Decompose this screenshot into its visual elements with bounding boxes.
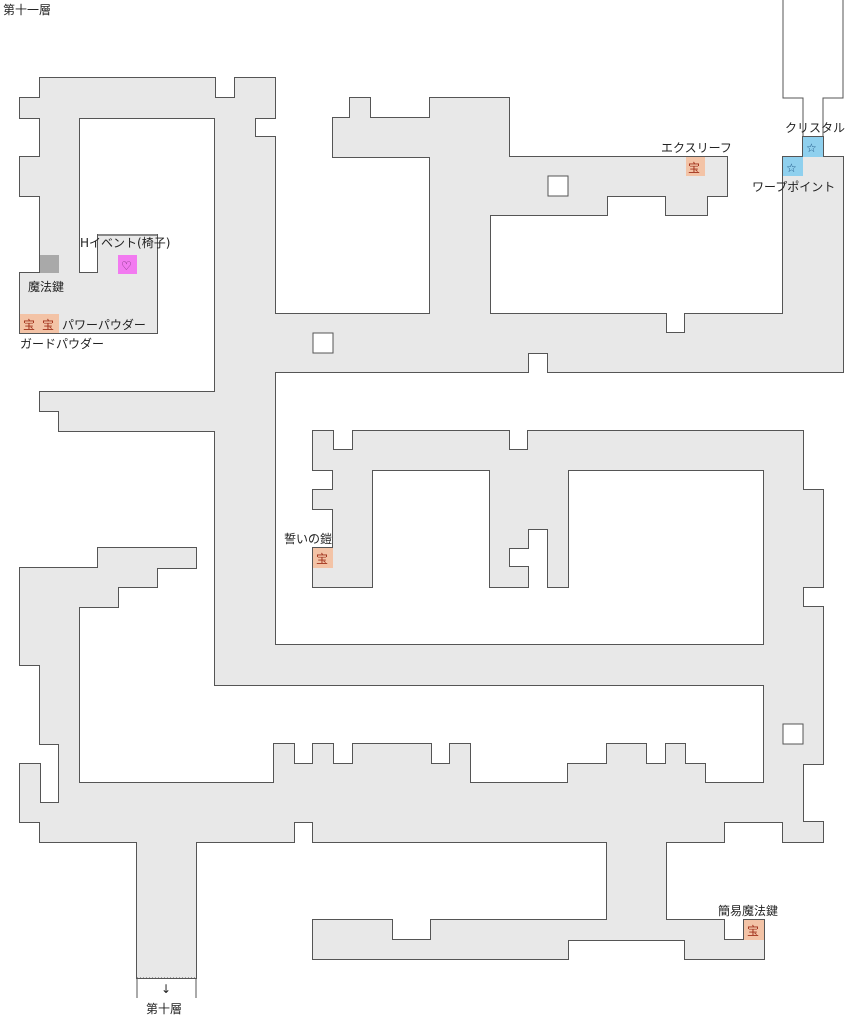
column-northeast: [783, 137, 843, 372]
star-icon: ☆: [806, 141, 817, 155]
star-icon: ☆: [786, 161, 797, 175]
h-event-marker[interactable]: ♡: [118, 255, 137, 274]
label-guard-powder: ガードパウダー: [20, 336, 104, 351]
north-shaft-walls: [782, 0, 844, 137]
corridor-middle: [215, 645, 764, 685]
label-oath-armor: 誓いの鎧: [284, 531, 332, 546]
warp-point-marker[interactable]: ☆: [783, 157, 803, 176]
room-north: [333, 98, 727, 314]
treasure-power-powder[interactable]: 宝: [20, 314, 40, 333]
label-power-powder: パワーパウダー: [62, 317, 146, 332]
corridor-northwest: [20, 78, 275, 685]
down-arrow-icon: ↓: [161, 982, 171, 996]
label-simple-magic-key: 簡易魔法鍵: [718, 903, 778, 918]
treasure-icon: 宝: [747, 924, 759, 938]
pillar-east: [782, 723, 804, 745]
wall-pillars: [312, 175, 804, 745]
treasure-guard-powder[interactable]: 宝: [40, 314, 59, 333]
column-east: [764, 431, 823, 842]
crystal-marker[interactable]: ☆: [803, 137, 823, 157]
label-crystal: クリスタル: [785, 121, 845, 135]
label-warp-point: ワープポイント: [752, 180, 835, 194]
region-south: [20, 548, 764, 978]
locked-door[interactable]: [40, 255, 59, 273]
label-ex-leaf: エクスリーフ: [661, 141, 732, 155]
heart-icon: ♡: [121, 259, 132, 273]
treasure-icon: 宝: [42, 318, 54, 332]
comb-center: [313, 431, 803, 587]
label-exit-floor-10[interactable]: 第十層: [146, 1002, 182, 1016]
treasure-oath-armor[interactable]: 宝: [313, 548, 333, 568]
pillar-north-corridor: [312, 332, 334, 354]
corridor-north: [275, 314, 843, 372]
pillar-north-room: [547, 175, 569, 197]
floor-fill-layer: [20, 78, 843, 978]
label-h-event: Hイベント(椅子): [80, 236, 170, 250]
treasure-icon: 宝: [316, 552, 328, 566]
label-magic-key: 魔法鍵: [28, 279, 64, 294]
treasure-icon: 宝: [23, 318, 35, 332]
treasure-icon: 宝: [688, 161, 700, 175]
treasure-ex-leaf[interactable]: 宝: [686, 157, 705, 176]
treasure-simple-magic-key[interactable]: 宝: [744, 920, 764, 940]
floor-title: 第十一層: [3, 3, 51, 17]
